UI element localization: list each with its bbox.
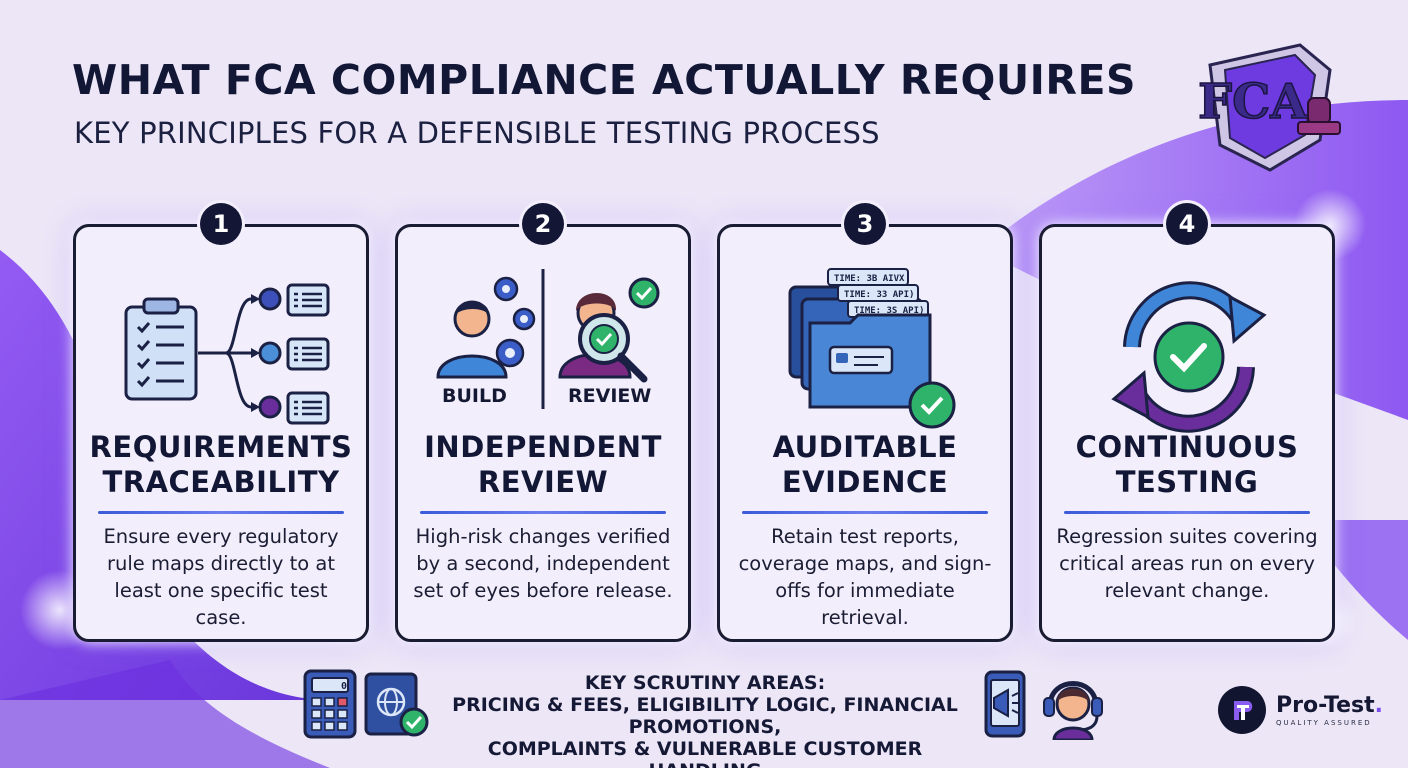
pro-test-logo: Pro-Test. QUALITY ASSURED [1218, 686, 1383, 734]
support-agent-headset-icon [1043, 681, 1103, 740]
build-label: BUILD [442, 385, 507, 407]
fca-badge-text: FCA [1198, 74, 1308, 130]
phone-megaphone-icon [984, 670, 1026, 738]
card-divider [420, 511, 666, 514]
card-continuous-testing: CONTINUOUS TESTING Regression suites cov… [1039, 224, 1335, 642]
card-heading: REQUIREMENTS TRACEABILITY [89, 430, 353, 499]
brand-tagline: QUALITY ASSURED [1276, 719, 1372, 727]
card-heading: INDEPENDENT REVIEW [424, 430, 662, 499]
card-description: Retain test reports, coverage maps, and … [738, 525, 992, 629]
scrutiny-areas: PRICING & FEES, ELIGIBILITY LOGIC, FINAN… [452, 694, 958, 768]
evidence-tag: TIME: 33 API) [844, 290, 914, 300]
fca-shield-stamp-icon: FCA [1197, 43, 1341, 172]
card-description: Regression suites covering critical area… [1056, 525, 1318, 602]
build-review-icon [436, 269, 660, 409]
step-number-2: 2 [522, 203, 564, 245]
calculator-icon: 0 [303, 669, 357, 739]
card-heading: CONTINUOUS TESTING [1075, 430, 1299, 499]
calculator-display: 0 [341, 681, 347, 692]
brand-dot: . [1374, 693, 1383, 718]
review-label: REVIEW [568, 385, 652, 407]
step-number-3: 3 [844, 203, 886, 245]
step-number-4: 4 [1166, 203, 1208, 245]
evidence-tag: TIME: 3S API) [854, 306, 924, 316]
pro-test-mark-icon [1218, 686, 1266, 734]
cycle-check-icon [1111, 281, 1267, 433]
page-title: WHAT FCA COMPLIANCE ACTUALLY REQUIRES [72, 56, 1136, 104]
card-divider [742, 511, 988, 514]
card-independent-review: BUILD REVIEW INDEPENDENT REVIEW High-ris… [395, 224, 691, 642]
brand-name: Pro-Test [1276, 693, 1375, 718]
card-description: Ensure every regulatory rule maps direct… [103, 525, 339, 629]
card-divider [98, 511, 344, 514]
scrutiny-title: KEY SCRUTINY AREAS: [584, 672, 826, 694]
page-subtitle: KEY PRINCIPLES FOR A DEFENSIBLE TESTING … [74, 116, 880, 150]
passport-icon [364, 672, 429, 737]
evidence-tag: TIME: 3B AIVX [834, 274, 905, 284]
card-divider [1064, 511, 1310, 514]
folders-evidence-icon: TIME: 3B AIVX TIME: 33 API) TIME: 3S API… [788, 268, 956, 429]
card-requirements-traceability: REQUIREMENTS TRACEABILITY Ensure every r… [73, 224, 369, 642]
card-heading: AUDITABLE EVIDENCE [772, 430, 958, 499]
card-auditable-evidence: TIME: 3B AIVX TIME: 33 API) TIME: 3S API… [717, 224, 1013, 642]
step-number-1: 1 [200, 203, 242, 245]
clipboard-traceability-icon [124, 283, 330, 425]
card-description: High-risk changes verified by a second, … [413, 525, 673, 602]
